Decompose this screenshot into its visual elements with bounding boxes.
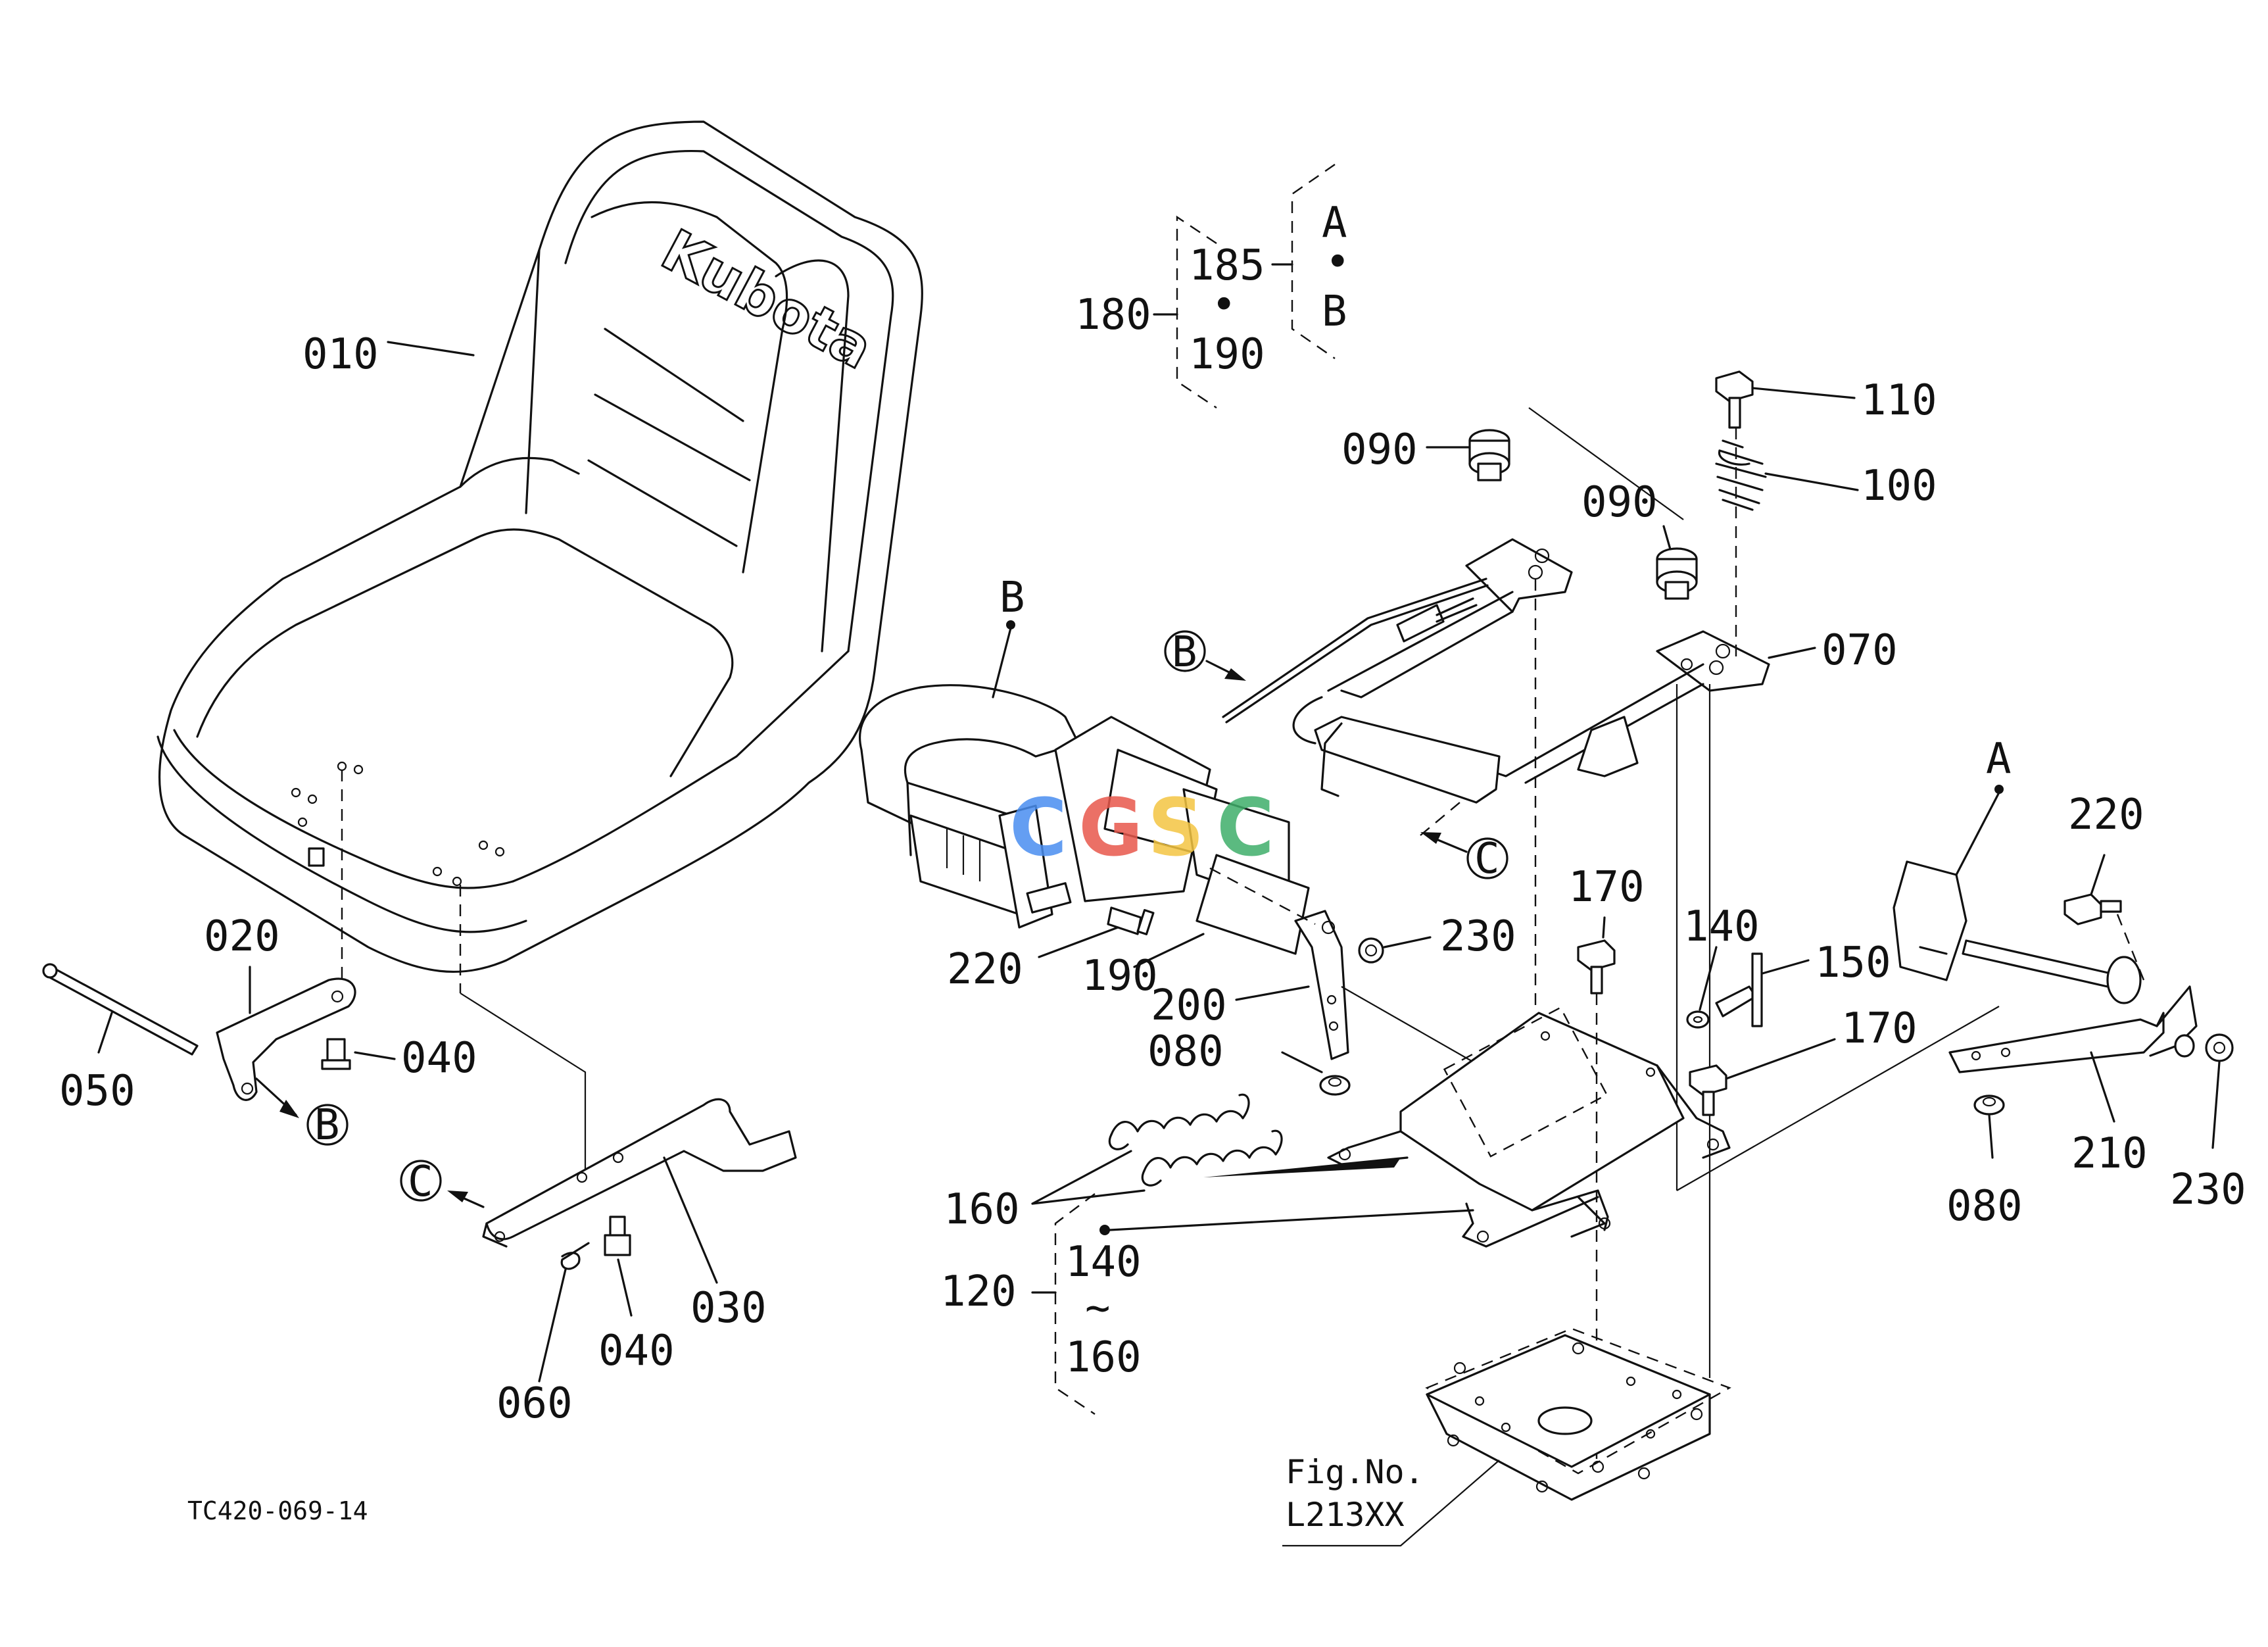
bolt-170-right bbox=[1689, 1064, 1727, 1116]
group-B: B bbox=[1322, 287, 1347, 336]
group-180-dot: • bbox=[1211, 281, 1237, 330]
drawing-number: TC420-069-14 bbox=[187, 1496, 368, 1525]
callout-220-a: 220 bbox=[947, 945, 1023, 994]
ref-A-point: A bbox=[1986, 735, 2012, 783]
nut-230-right bbox=[2205, 1033, 2234, 1062]
callout-100: 100 bbox=[1861, 462, 1937, 510]
seat-base-bracket bbox=[1327, 1006, 1731, 1248]
callout-190: 190 bbox=[1082, 952, 1158, 1000]
seat-belt-assembly bbox=[859, 684, 1310, 955]
callout-140-group: 140 bbox=[1065, 1238, 1142, 1287]
callout-110: 110 bbox=[1861, 376, 1937, 425]
lever-210 bbox=[1948, 985, 2198, 1073]
callout-190-group: 190 bbox=[1189, 330, 1265, 379]
callout-210: 210 bbox=[2071, 1129, 2148, 1178]
bracket-020 bbox=[216, 977, 356, 1101]
callout-170-a: 170 bbox=[1568, 863, 1645, 912]
callout-170-b: 170 bbox=[1841, 1004, 1918, 1053]
callout-180: 180 bbox=[1075, 291, 1151, 339]
base-plate bbox=[1425, 1327, 1731, 1501]
washer-080-right bbox=[1973, 1094, 2005, 1116]
watermark-letter: G bbox=[1078, 783, 1144, 874]
callout-090-b: 090 bbox=[1581, 478, 1658, 527]
bolt-040-lower bbox=[604, 1216, 631, 1256]
plate-030 bbox=[482, 1098, 797, 1248]
ref-C-circle-left: C bbox=[408, 1158, 433, 1206]
seat-cushion: Kubota bbox=[157, 120, 923, 973]
pin-050 bbox=[42, 963, 199, 1056]
group-A: A bbox=[1322, 199, 1347, 247]
callout-020: 020 bbox=[204, 912, 280, 961]
callout-150: 150 bbox=[1815, 939, 1891, 987]
ref-B-circle-right: B bbox=[1172, 628, 1197, 677]
watermark-letter: S bbox=[1147, 783, 1204, 874]
callout-050: 050 bbox=[59, 1067, 135, 1116]
callout-230-b: 230 bbox=[2170, 1166, 2246, 1214]
callout-070: 070 bbox=[1822, 626, 1898, 675]
callout-220-b: 220 bbox=[2068, 791, 2144, 839]
fig-ref-line1: Fig.No. bbox=[1286, 1453, 1424, 1491]
buckle-A bbox=[1893, 860, 2142, 1004]
callout-120: 120 bbox=[940, 1267, 1017, 1316]
bolt-220-left bbox=[1107, 906, 1155, 935]
bolt-040-upper bbox=[321, 1038, 351, 1070]
washer-080-left bbox=[1319, 1075, 1351, 1096]
callout-160: 160 bbox=[944, 1185, 1020, 1234]
callout-060: 060 bbox=[496, 1379, 573, 1428]
slide-rail-070 bbox=[1222, 538, 1770, 804]
nut-230-left bbox=[1358, 937, 1384, 964]
callout-090-a: 090 bbox=[1341, 426, 1418, 474]
ref-C-circle-right: C bbox=[1474, 835, 1500, 883]
bushing-140 bbox=[1686, 1010, 1710, 1029]
callout-230-a: 230 bbox=[1440, 912, 1516, 961]
callout-200: 200 bbox=[1151, 981, 1227, 1030]
watermark-letter: C bbox=[1009, 783, 1067, 874]
bolt-220-right bbox=[2063, 893, 2122, 925]
ref-B-circle-left: B bbox=[314, 1101, 340, 1150]
callout-160-group: 160 bbox=[1065, 1333, 1142, 1382]
pin-150 bbox=[1715, 952, 1763, 1027]
callout-140: 140 bbox=[1683, 902, 1760, 951]
springs-160 bbox=[1108, 1093, 1283, 1187]
callout-010: 010 bbox=[302, 330, 379, 379]
callout-080-a: 080 bbox=[1147, 1027, 1224, 1076]
spring-100 bbox=[1715, 439, 1767, 511]
callout-040-a: 040 bbox=[401, 1034, 477, 1083]
roller-090-right bbox=[1656, 547, 1698, 600]
callout-040-b: 040 bbox=[598, 1327, 675, 1375]
bracket-200 bbox=[1294, 910, 1349, 1060]
fig-ref-line2: L213XX bbox=[1286, 1496, 1405, 1534]
roller-090-left bbox=[1468, 429, 1510, 481]
callout-080-b: 080 bbox=[1946, 1182, 2023, 1231]
group-120-tilde: ~ bbox=[1085, 1284, 1111, 1333]
group-120: 120 140 ~ 160 bbox=[940, 1193, 1142, 1415]
bolt-110 bbox=[1715, 370, 1754, 429]
callout-030: 030 bbox=[690, 1284, 767, 1333]
cgsc-watermark: C G S C bbox=[1009, 783, 1274, 874]
ref-B-point: B bbox=[1000, 574, 1025, 622]
watermark-letter: C bbox=[1217, 783, 1274, 874]
group-180: 180 185 • 190 A • B bbox=[1075, 164, 1351, 408]
group-AB-dot: • bbox=[1325, 238, 1351, 287]
callout-185: 185 bbox=[1189, 241, 1265, 290]
bolt-170-top bbox=[1577, 939, 1616, 995]
